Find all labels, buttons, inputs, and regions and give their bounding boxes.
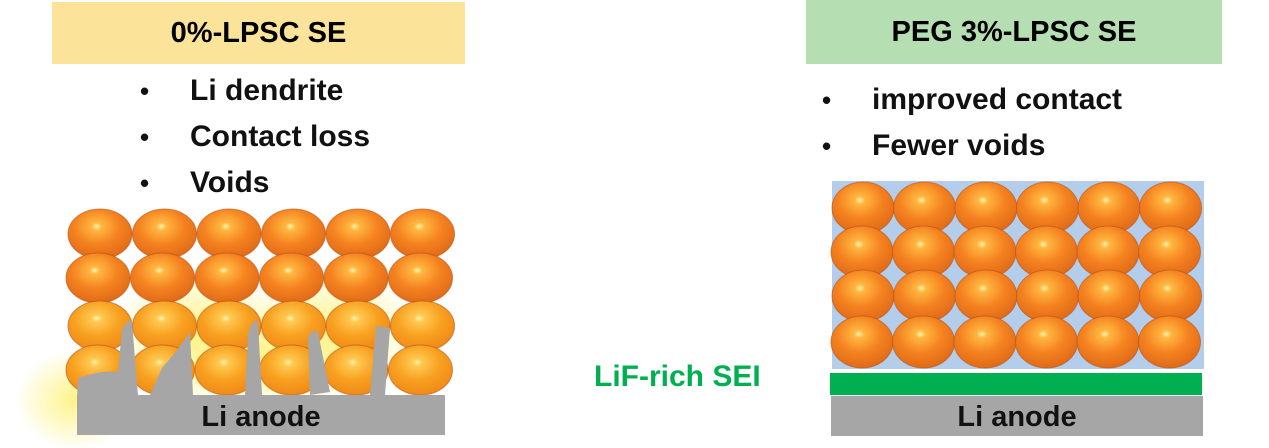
bullet-icon: • <box>140 168 150 198</box>
left-bullet-item: • Voids <box>140 160 370 206</box>
right-title-box: PEG 3%-LPSC SE <box>806 0 1222 64</box>
bullet-icon: • <box>140 122 150 152</box>
li-dendrite <box>245 321 262 395</box>
li-dendrite <box>150 332 193 395</box>
right-bullet-item: • improved contact <box>822 77 1122 123</box>
se-particle <box>953 315 1017 369</box>
left-title: 0%-LPSC SE <box>170 16 347 49</box>
se-particle <box>1138 315 1201 369</box>
right-title: PEG 3%-LPSC SE <box>891 15 1137 48</box>
se-particle <box>893 269 956 323</box>
right-bullet-item: • Fewer voids <box>822 123 1122 169</box>
sei-label: LiF-rich SEI <box>594 360 761 393</box>
bullet-text: improved contact <box>872 83 1123 116</box>
left-title-box: 0%-LPSC SE <box>52 2 465 64</box>
right-bullet-list: • improved contact • Fewer voids <box>822 77 1122 169</box>
li-dendrite <box>77 321 138 398</box>
right-li-anode <box>831 396 1203 436</box>
bullet-text: Contact loss <box>190 120 371 153</box>
bullet-text: Fewer voids <box>872 129 1046 162</box>
bullet-icon: • <box>822 85 832 115</box>
left-bullet-item: • Li dendrite <box>140 68 370 114</box>
left-li-anode <box>77 395 445 435</box>
bullet-text: Voids <box>190 166 270 199</box>
right-anode-label: Li anode <box>957 401 1076 433</box>
se-particle <box>892 315 955 369</box>
left-bullet-item: • Contact loss <box>140 114 370 160</box>
se-particle <box>954 269 1018 323</box>
left-bullet-list: • Li dendrite • Contact loss • Voids <box>140 68 370 206</box>
se-particle <box>1139 269 1202 323</box>
se-particle <box>1077 269 1141 323</box>
left-anode-label: Li anode <box>201 401 320 433</box>
se-particle <box>1076 315 1140 369</box>
li-dendrite <box>370 326 390 395</box>
bullet-icon: • <box>140 76 150 106</box>
se-particle <box>831 269 895 323</box>
se-particle <box>830 315 894 369</box>
se-particle <box>1015 315 1078 369</box>
lif-sei-layer <box>830 373 1202 395</box>
bullet-text: Li dendrite <box>190 74 344 107</box>
se-particle <box>1016 269 1079 323</box>
bullet-icon: • <box>822 131 832 161</box>
li-dendrite <box>308 330 330 395</box>
